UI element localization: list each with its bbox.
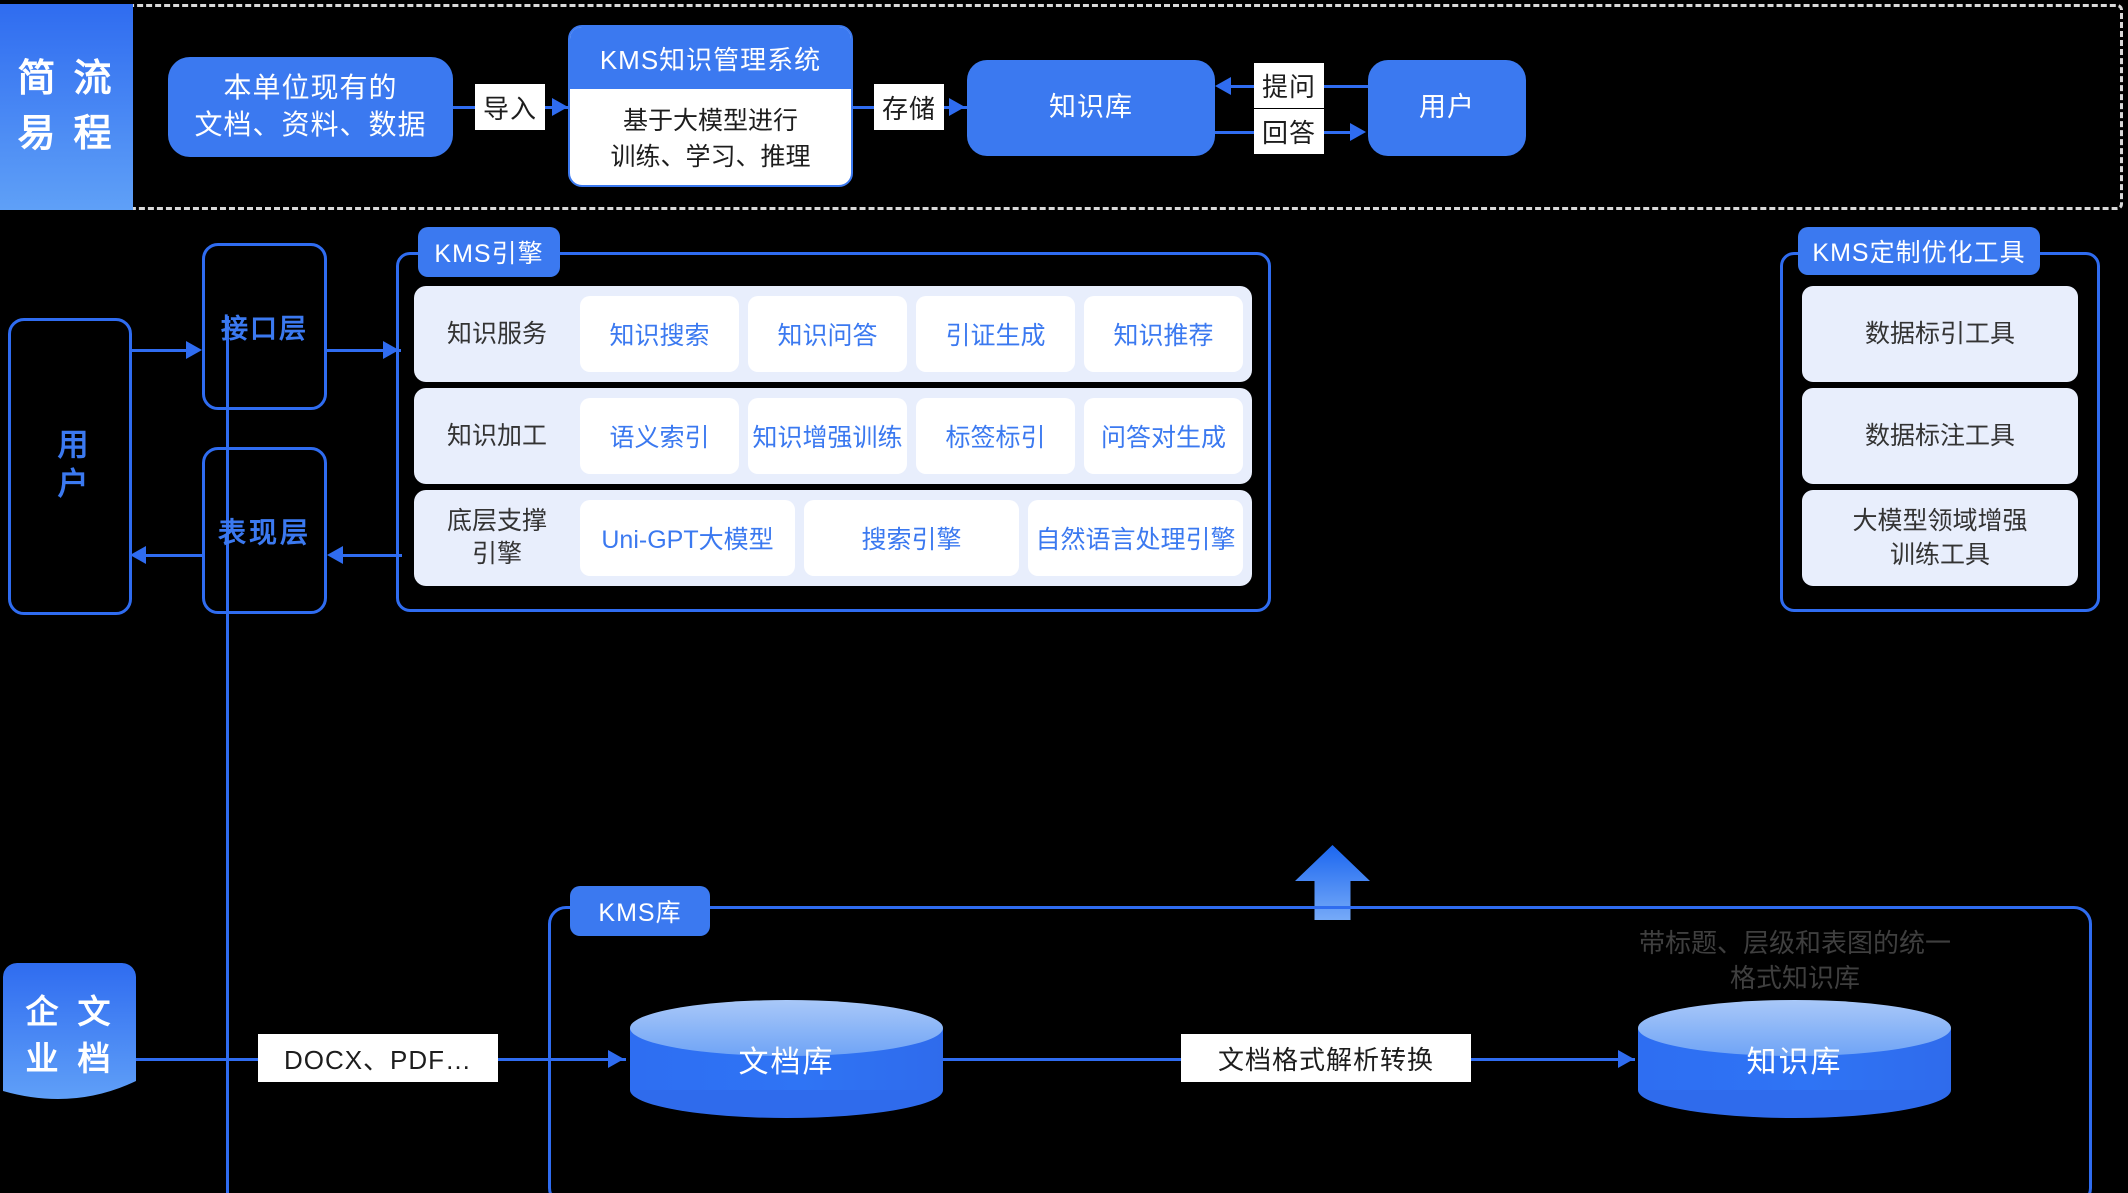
kms-system-body-line1: 基于大模型进行 (622, 106, 798, 135)
knowledge-database-cylinder[interactable]: 知识库 (1638, 1000, 1951, 1118)
document-database-label: 文档库 (738, 1046, 835, 1079)
document-database-cylinder[interactable]: 文档库 (630, 1000, 943, 1118)
interface-layer-node[interactable]: 接口层 (202, 243, 327, 410)
parse-convert-edge-label: 文档格式解析转换 (1181, 1034, 1471, 1082)
ent-doc-char-0-1: 文 (77, 993, 114, 1031)
engine-row-foundation: 底层支撑 引擎 Uni-GPT大模型 搜索引擎 自然语言处理引擎 (414, 490, 1252, 586)
interface-layer-label: 接口层 (221, 314, 308, 344)
file-format-edge-label: DOCX、PDF… (258, 1034, 498, 1082)
engine-chip-1-2[interactable]: 标签标引 (916, 398, 1075, 474)
store-edge-label: 存储 (874, 84, 944, 130)
connector-presentation-to-user (137, 554, 205, 557)
docdb-to-kbdb-arrowhead (1618, 1050, 1634, 1068)
presentation-layer-node[interactable]: 表现层 (202, 447, 327, 614)
tool-2-line2: 训练工具 (1889, 541, 1990, 569)
knowledge-base-node-top[interactable]: 知识库 (967, 60, 1215, 156)
engine-chip-2-1[interactable]: 搜索引擎 (804, 500, 1019, 576)
engine-chip-1-1[interactable]: 知识增强训练 (748, 398, 907, 474)
engine-chip-1-0[interactable]: 语义索引 (580, 398, 739, 474)
connector-user-to-interface (132, 349, 194, 352)
ask-arrowhead (1215, 77, 1231, 95)
engine-chip-0-2[interactable]: 引证生成 (916, 296, 1075, 372)
answer-arrowhead (1350, 123, 1366, 141)
engine-row-knowledge-service: 知识服务 知识搜索 知识问答 引证生成 知识推荐 (414, 286, 1252, 382)
engine-row-1-label: 知识加工 (446, 421, 547, 450)
tool-chip-data-annotation[interactable]: 数据标注工具 (1802, 388, 2078, 484)
interface-to-engine-arrowhead (383, 341, 399, 359)
engine-row-2-label: 底层支撑 引擎 (423, 505, 571, 571)
kms-library-tag: KMS库 (570, 886, 710, 936)
kms-library-panel (548, 906, 2092, 1193)
engine-chip-1-3[interactable]: 问答对生成 (1084, 398, 1243, 474)
engine-chip-2-2[interactable]: 自然语言处理引擎 (1028, 500, 1243, 576)
knowledge-base-annotation: 带标题、层级和表图的统一 格式知识库 (1620, 926, 1970, 997)
kb-note-line1: 带标题、层级和表图的统一 (1638, 928, 1951, 958)
simple-flow-label: 简 流 易 程 (0, 4, 133, 210)
vertical-bus-line (226, 316, 229, 1193)
flow-tag-char-0-0: 简 (17, 57, 60, 100)
flow-tag-char-0-1: 流 (73, 57, 116, 100)
kms-system-node[interactable]: KMS知识管理系统 基于大模型进行 训练、学习、推理 (568, 25, 853, 187)
kb-db-cylinder-top (1638, 1000, 1951, 1056)
kms-engine-tag: KMS引擎 (418, 227, 560, 277)
flow-tag-char-1-1: 程 (73, 113, 116, 155)
enterprise-documents-node[interactable]: 企 文 业 档 (3, 963, 136, 1108)
engine-row-2-label-line1: 底层支撑 (446, 507, 547, 535)
ask-edge-label: 提问 (1254, 63, 1324, 108)
source-docs-line1: 本单位现有的 (223, 72, 398, 104)
tool-2-line1: 大模型领域增强 (1852, 506, 2028, 535)
import-arrowhead (552, 98, 568, 116)
ent-doc-char-0-0: 企 (25, 993, 62, 1031)
engine-row-0-label: 知识服务 (446, 319, 547, 348)
engine-chip-2-0[interactable]: Uni-GPT大模型 (580, 500, 795, 576)
docs-to-docdb-arrowhead (608, 1050, 624, 1068)
engine-chip-0-0[interactable]: 知识搜索 (580, 296, 739, 372)
end-user-node-top[interactable]: 用户 (1368, 60, 1526, 156)
engine-chip-0-3[interactable]: 知识推荐 (1084, 296, 1243, 372)
engine-row-knowledge-processing: 知识加工 语义索引 知识增强训练 标签标引 问答对生成 (414, 388, 1252, 484)
source-documents-node[interactable]: 本单位现有的 文档、资料、数据 (168, 57, 453, 157)
tool-chip-data-indexing[interactable]: 数据标引工具 (1802, 286, 2078, 382)
tool-chip-domain-training[interactable]: 大模型领域增强 训练工具 (1802, 490, 2078, 586)
connector-interface-to-engine (327, 349, 401, 352)
engine-chip-0-1[interactable]: 知识问答 (748, 296, 907, 372)
ent-doc-char-1-1: 档 (77, 1039, 114, 1077)
kms-engine-panel (396, 252, 1271, 612)
store-arrowhead (949, 98, 965, 116)
user-to-interface-arrowhead (186, 341, 202, 359)
user-actor-label: 用户 (52, 427, 88, 506)
ent-doc-char-1-0: 业 (25, 1039, 62, 1077)
source-docs-line2: 文档、资料、数据 (194, 109, 427, 140)
doc-db-cylinder-top (630, 1000, 943, 1056)
kms-system-title: KMS知识管理系统 (570, 27, 851, 89)
answer-edge-label: 回答 (1254, 109, 1324, 154)
engine-to-presentation-arrowhead (327, 546, 343, 564)
kms-tools-tag: KMS定制优化工具 (1798, 227, 2040, 275)
user-actor-box[interactable]: 用户 (8, 318, 132, 615)
kms-system-body: 基于大模型进行 训练、学习、推理 (570, 89, 851, 185)
knowledge-database-label: 知识库 (1746, 1046, 1843, 1079)
kb-note-line2: 格式知识库 (1729, 963, 1860, 994)
import-edge-label: 导入 (475, 84, 545, 130)
connector-engine-to-presentation (332, 554, 402, 557)
kms-system-body-line2: 训练、学习、推理 (610, 143, 811, 171)
flow-tag-char-1-0: 易 (17, 113, 60, 155)
engine-row-2-label-line2: 引擎 (471, 540, 522, 568)
presentation-to-user-arrowhead (130, 546, 146, 564)
presentation-layer-label: 表现层 (217, 516, 311, 548)
